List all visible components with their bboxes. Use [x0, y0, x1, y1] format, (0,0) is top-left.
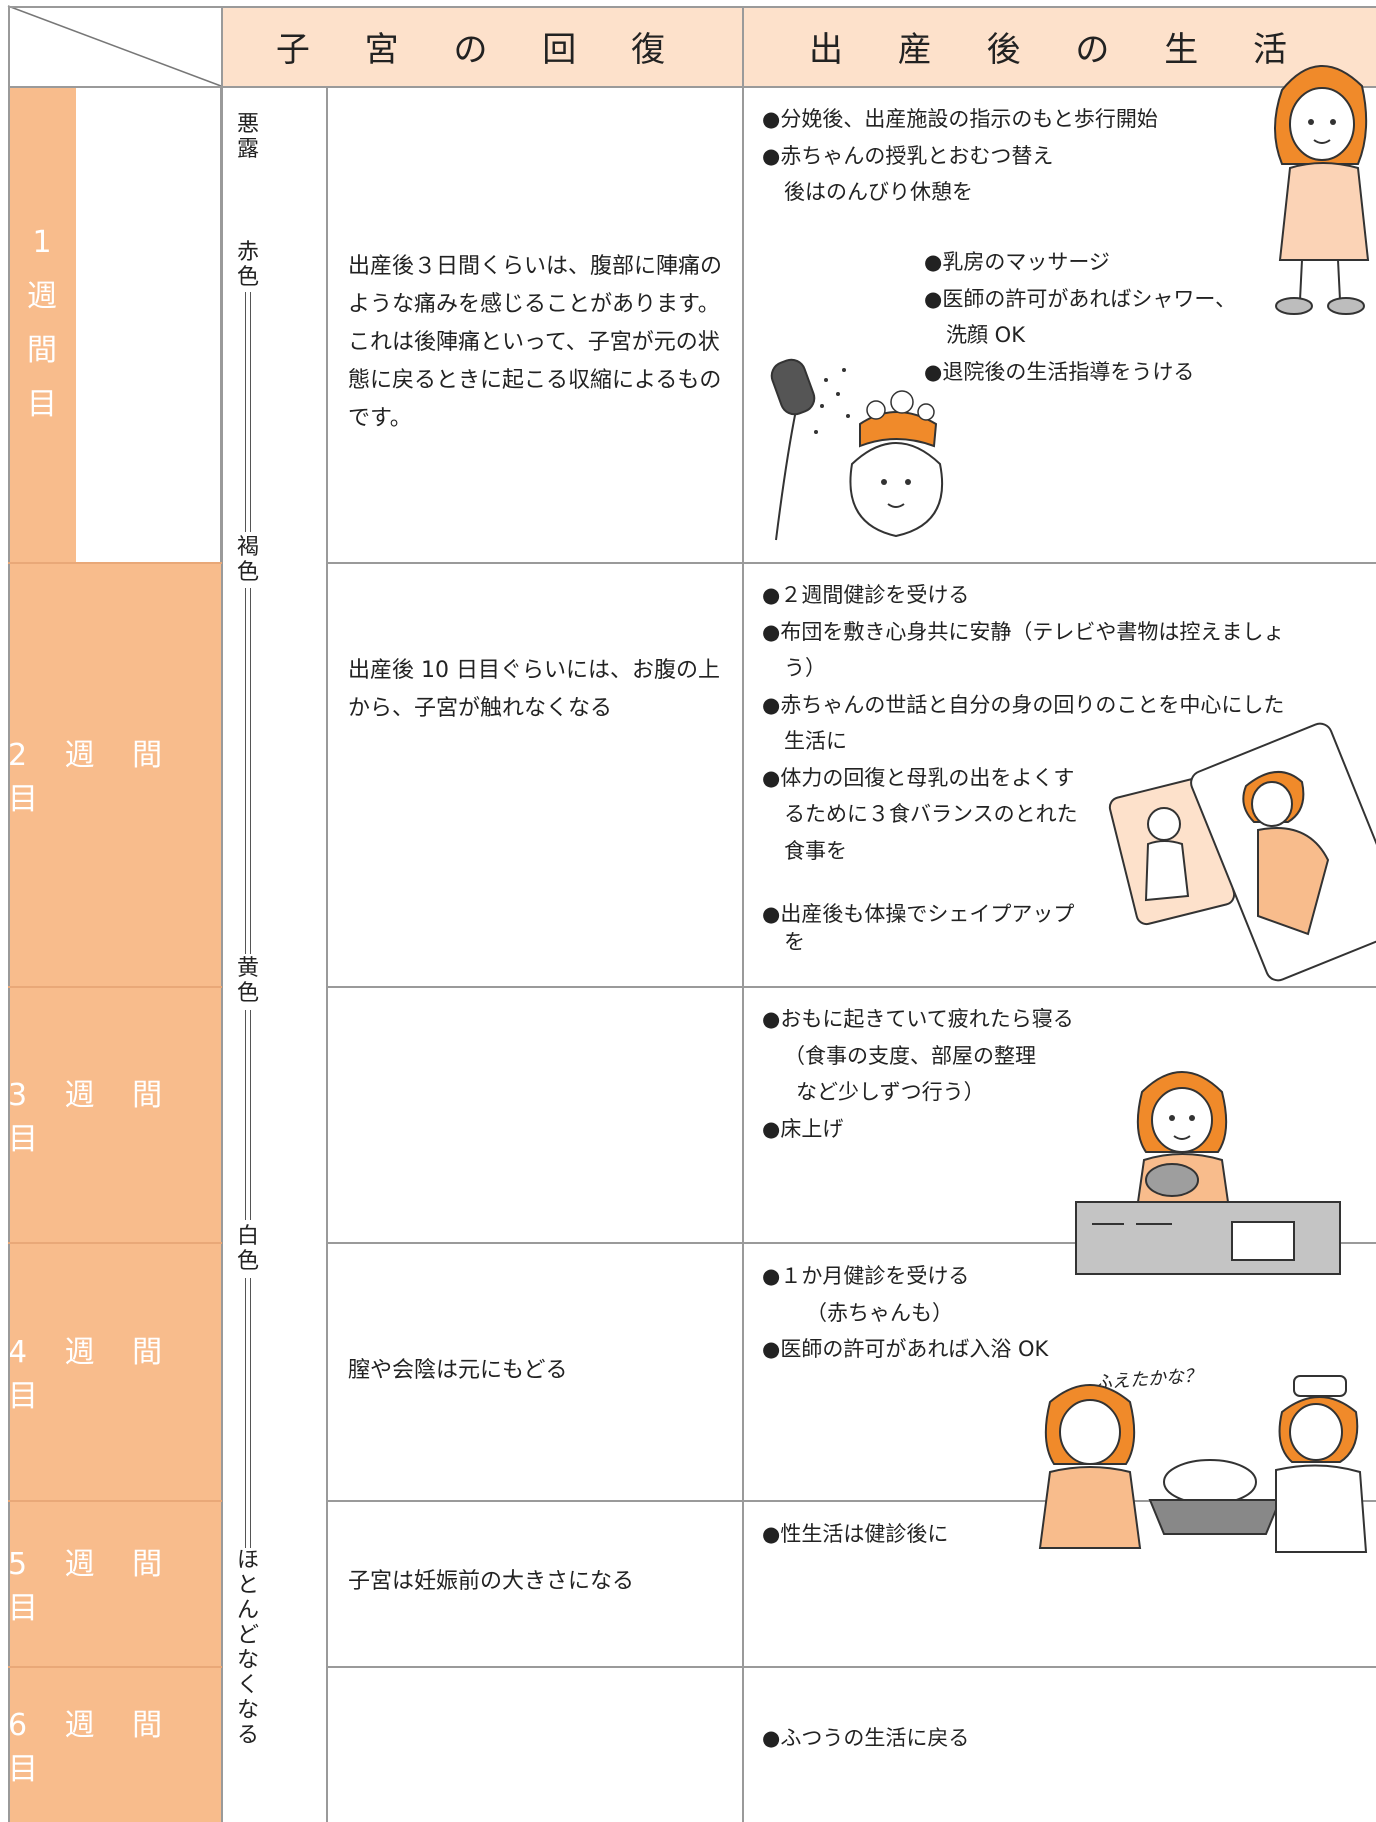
grid-line: [742, 6, 744, 1822]
lochia-brown: 褐色: [236, 535, 259, 585]
grid-line: [8, 1666, 222, 1668]
grid-line: [326, 1500, 1376, 1502]
week-4-label: 4 週 間 目: [8, 1242, 221, 1500]
mother-standing-illustration: [1274, 65, 1370, 315]
life-week-4: ●１か月健診を受ける（赤ちゃんも）●医師の許可があれば入浴 OK: [762, 1264, 1049, 1361]
lochia-red: 赤色: [236, 240, 259, 290]
grid-line: [326, 1666, 1376, 1668]
life-week-2: ●２週間健診を受ける●布団を敷き心身共に安静（テレビや書物は控えましょう） ●赤…: [762, 583, 1285, 863]
week-5-label: 5 週 間 目: [8, 1500, 221, 1666]
grid-line: [8, 6, 10, 1822]
life-week-5: ●性生活は健診後に: [762, 1522, 949, 1546]
week-1-blank-cell: [76, 86, 221, 562]
uterus-week-2: 出産後 10 日目ぐらいには、お腹の上から、子宮が触れなくなる: [348, 658, 720, 721]
shower-illustration: [770, 358, 944, 541]
lochia-bar: [245, 1278, 251, 1548]
uterus-week-4: 膣や会陰は元にもどる: [348, 1358, 568, 1383]
grid-line: [8, 986, 222, 988]
week-6-label: 6 週 間 目: [8, 1666, 221, 1822]
week-3-label: 3 週 間 目: [8, 986, 221, 1242]
grid-line: [8, 562, 222, 564]
grid-line: [8, 1500, 222, 1502]
cooking-mother-illustration: [1075, 1071, 1341, 1275]
grid-line: [8, 6, 1376, 8]
lochia-white: 白色: [236, 1224, 259, 1274]
life-week-6: ●ふつうの生活に戻る: [762, 1726, 970, 1750]
lochia-bar: [245, 588, 251, 954]
week-2-label: 2 週 間 目: [8, 562, 221, 986]
week-1-label: 1 週 間 目: [8, 86, 76, 562]
corner-diagonal: [7, 5, 222, 87]
lochia-title: 悪露: [236, 112, 259, 162]
lochia-bar: [245, 292, 251, 532]
uterus-week-1: 出産後３日間くらいは、腹部に陣痛のような痛みを感じることがあります。これは後陣痛…: [348, 254, 723, 431]
mother-baby-futon-illustration: [1108, 722, 1376, 982]
header-uterus-recovery: 子 宮 の 回 復: [221, 6, 742, 86]
lochia-bar: [245, 1010, 251, 1220]
grid-line: [326, 1242, 1376, 1244]
grid-line: [8, 86, 1376, 88]
grid-line: [8, 1242, 222, 1244]
header-life-after-birth: 出 産 後 の 生 活: [742, 6, 1376, 86]
lochia-almost-gone: ほとんど なくなる: [236, 1548, 259, 1748]
uterus-week-5: 子宮は妊娠前の大きさになる: [348, 1569, 635, 1594]
life-week-1-b: ●乳房のマッサージ●医師の許可があればシャワー、洗顔 OK●退院後の生活指導をう…: [924, 250, 1237, 384]
lochia-yellow: 黄色: [236, 956, 259, 1006]
life-week-2-b: ●出産後も体操でシェイプアップを: [762, 902, 1075, 954]
grid-line: [326, 86, 328, 1822]
baby-checkup-illustration: [1038, 1375, 1368, 1553]
grid-line: [326, 986, 1376, 988]
life-week-3: ●おもに起きていて疲れたら寝る（食事の支度、部屋の整理など少しずつ行う）●床上げ: [762, 1007, 1074, 1141]
life-week-1-a: ●分娩後、出産施設の指示のもと歩行開始●赤ちゃんの授乳とおむつ替え後はのんびり休…: [762, 107, 1158, 204]
grid-line: [221, 6, 223, 1822]
grid-line: [326, 562, 1376, 564]
